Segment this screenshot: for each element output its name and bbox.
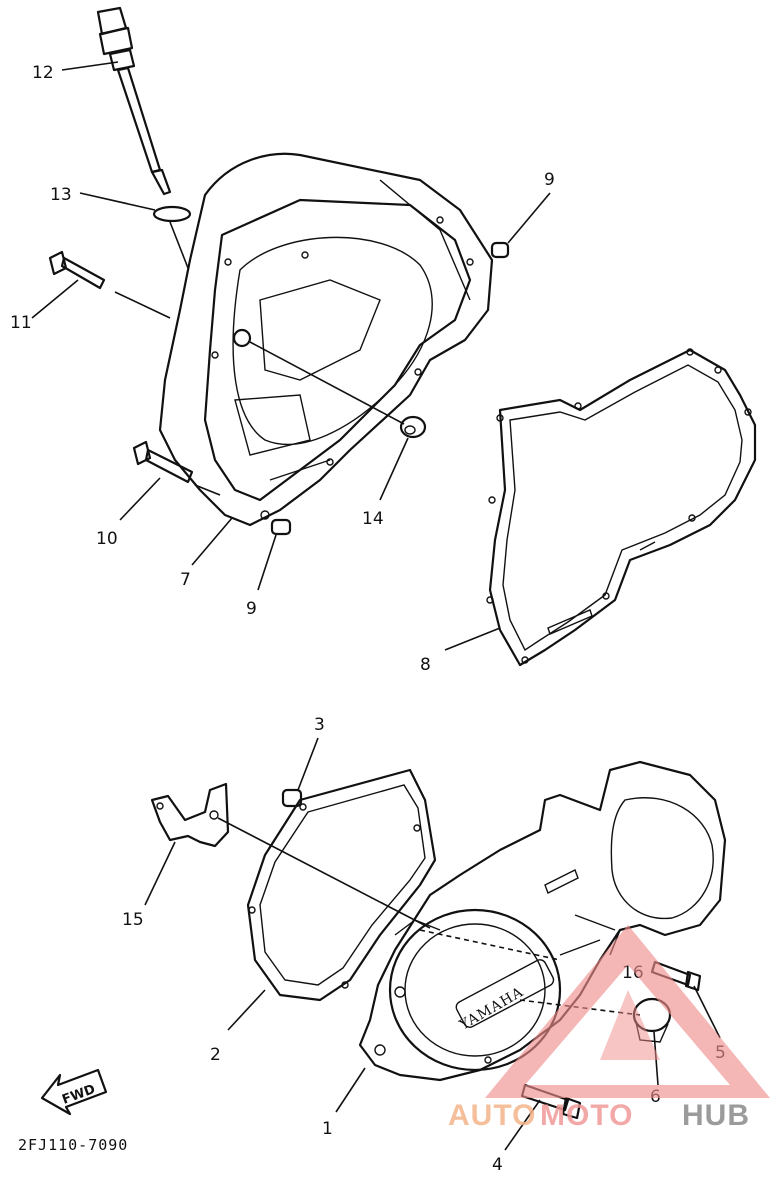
- label-11: 11: [10, 313, 32, 333]
- label-10: 10: [96, 529, 118, 549]
- label-2: 2: [210, 1045, 221, 1065]
- label-7: 7: [180, 570, 191, 590]
- pin-part: [574, 914, 616, 931]
- watermark-text-hub: HUB: [682, 1099, 750, 1132]
- label-15: 15: [122, 910, 144, 930]
- fwd-label: FWD: [60, 1082, 97, 1108]
- watermark-triangle-icon: [485, 925, 770, 1098]
- bracket-part: [150, 782, 230, 848]
- watermark-text-auto: AUTO: [448, 1099, 536, 1132]
- label-3: 3: [314, 715, 325, 735]
- crankcase-cover-part-1: [358, 760, 727, 1082]
- label-4: 4: [492, 1155, 503, 1175]
- o-ring-part: [152, 205, 192, 223]
- watermark-text-moto: MOTO: [540, 1099, 633, 1132]
- dowel-pin-part-upper: [490, 241, 510, 259]
- label-9-upper: 9: [544, 170, 555, 190]
- yamaha-brand-embossing: YAMAHA: [456, 984, 526, 1034]
- gasket-holes: [486, 348, 752, 664]
- label-9-lower: 9: [246, 599, 257, 619]
- part-number-labels: 12 13 11 10 7 9 9 14 8 3 15 2 1 4 6 5 16: [10, 63, 726, 1175]
- fwd-arrow-icon: FWD: [40, 1068, 108, 1116]
- label-13: 13: [50, 185, 72, 205]
- label-12: 12: [32, 63, 54, 83]
- dowel-pin-part-3: [281, 788, 303, 808]
- label-8: 8: [420, 655, 431, 675]
- crankcase-cover-part: [158, 152, 494, 527]
- bolt-part-10: [132, 440, 194, 484]
- drawing-code: 2FJ110-7090: [18, 1136, 128, 1154]
- leader-lines: [31, 61, 721, 1151]
- label-14: 14: [362, 509, 384, 529]
- gasket-part-8: [488, 348, 757, 667]
- label-1: 1: [322, 1119, 333, 1139]
- oil-seal-part: [399, 415, 427, 439]
- bolt-part-11: [48, 250, 106, 290]
- watermark: AUTO MOTO HUB: [448, 925, 770, 1132]
- dipstick-part: [96, 6, 172, 196]
- dowel-pin-part-lower: [270, 518, 292, 536]
- gasket-part-2: [246, 768, 437, 1002]
